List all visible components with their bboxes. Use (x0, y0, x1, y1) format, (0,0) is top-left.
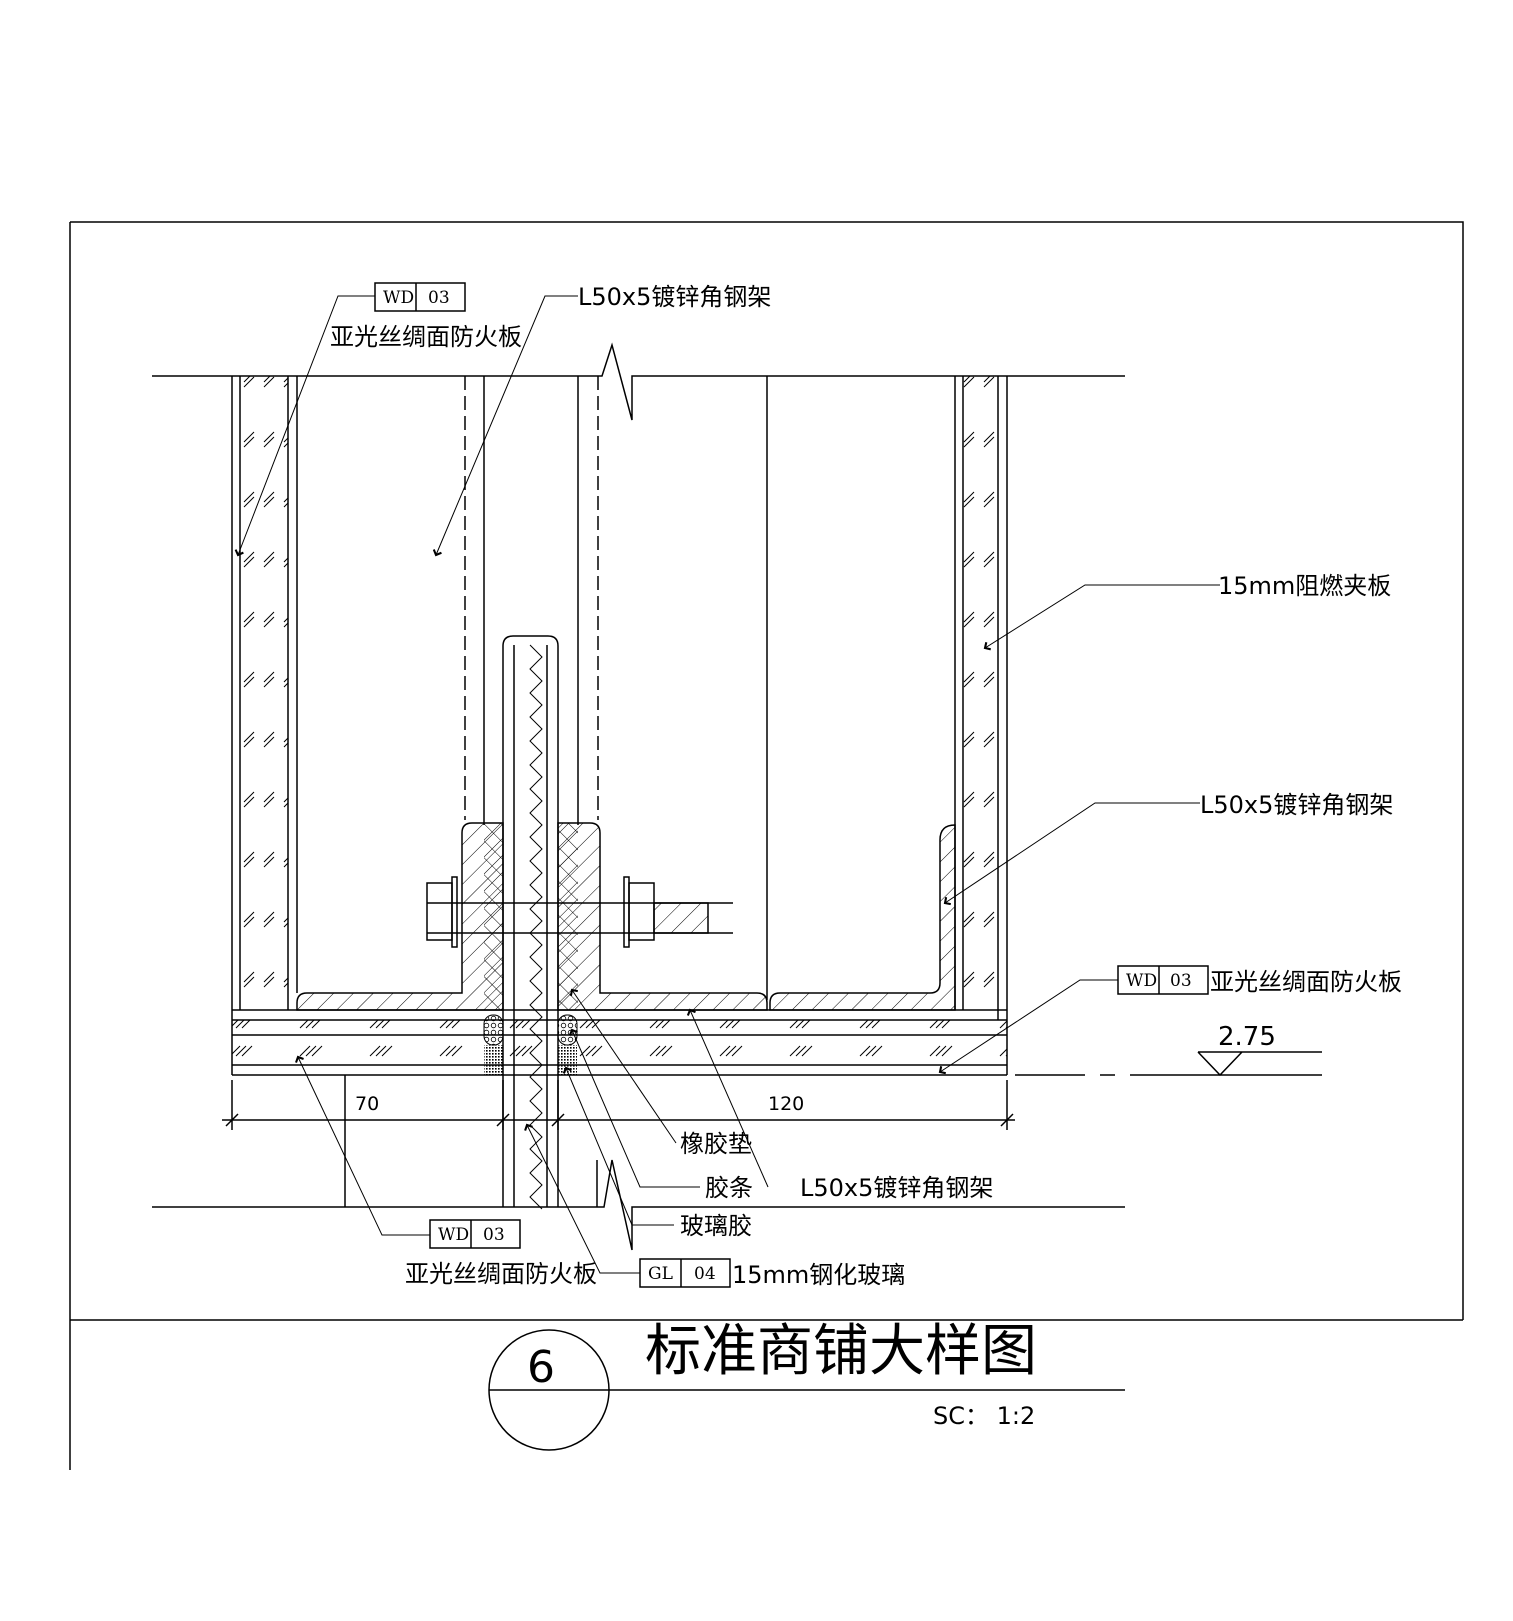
tag-wd03-top: WD 03 亚光丝绸面防火板 (330, 282, 522, 351)
label-glass: 15mm钢化玻璃 (732, 1261, 905, 1289)
tag-wd03-right: WD 03 亚光丝绸面防火板 (1117, 965, 1402, 996)
svg-text:03: 03 (483, 1225, 505, 1245)
sheet-frame (69, 221, 1464, 1470)
tag-wd03-bottom: WD 03 亚光丝绸面防火板 (405, 1219, 597, 1288)
svg-text:WD: WD (438, 1225, 469, 1245)
label-fire-board-top: 亚光丝绸面防火板 (330, 323, 522, 351)
rubber-strips (483, 1014, 578, 1075)
svg-text:03: 03 (1170, 971, 1192, 991)
svg-text:WD: WD (383, 288, 414, 308)
dimension-left: 70 (355, 1093, 379, 1115)
detail-number: 6 (527, 1342, 555, 1393)
dimension-right: 120 (768, 1093, 804, 1115)
label-angle-top: L50x5镀锌角钢架 (578, 283, 771, 311)
svg-text:04: 04 (694, 1264, 716, 1284)
label-rubber-strip: 胶条 (705, 1174, 753, 1202)
left-panel (231, 376, 298, 1075)
label-angle-bottom: L50x5镀锌角钢架 (800, 1174, 993, 1202)
leader-lines (234, 295, 1220, 1274)
level-value: 2.75 (1218, 1022, 1276, 1052)
frame-lines (464, 376, 768, 1000)
drawing-scale: SC： 1:2 (933, 1402, 1035, 1430)
tempered-glass (502, 635, 559, 1210)
label-plywood: 15mm阻燃夹板 (1218, 572, 1391, 600)
level-mark: 2.75 (1015, 1022, 1322, 1077)
right-panel (954, 376, 1008, 1075)
floor-panel (232, 1009, 1007, 1076)
svg-text:GL: GL (648, 1264, 673, 1284)
label-glass-glue: 玻璃胶 (680, 1212, 752, 1240)
wall-lines (152, 342, 1125, 1251)
title-block: 6 标准商铺大样图 SC： 1:2 (488, 1319, 1125, 1451)
label-rubber-pad: 橡胶垫 (680, 1130, 752, 1158)
svg-text:03: 03 (428, 288, 450, 308)
svg-text:WD: WD (1126, 971, 1157, 991)
tag-gl04: GL 04 15mm钢化玻璃 (639, 1258, 905, 1289)
bolt (426, 876, 733, 948)
dimension-line: 70 120 (222, 1080, 1015, 1130)
label-fire-board-right: 亚光丝绸面防火板 (1210, 968, 1402, 996)
angle-brackets (296, 822, 956, 1011)
drawing-title: 标准商铺大样图 (645, 1319, 1037, 1384)
label-fire-board-bottom: 亚光丝绸面防火板 (405, 1260, 597, 1288)
label-angle-right: L50x5镀锌角钢架 (1200, 791, 1393, 819)
